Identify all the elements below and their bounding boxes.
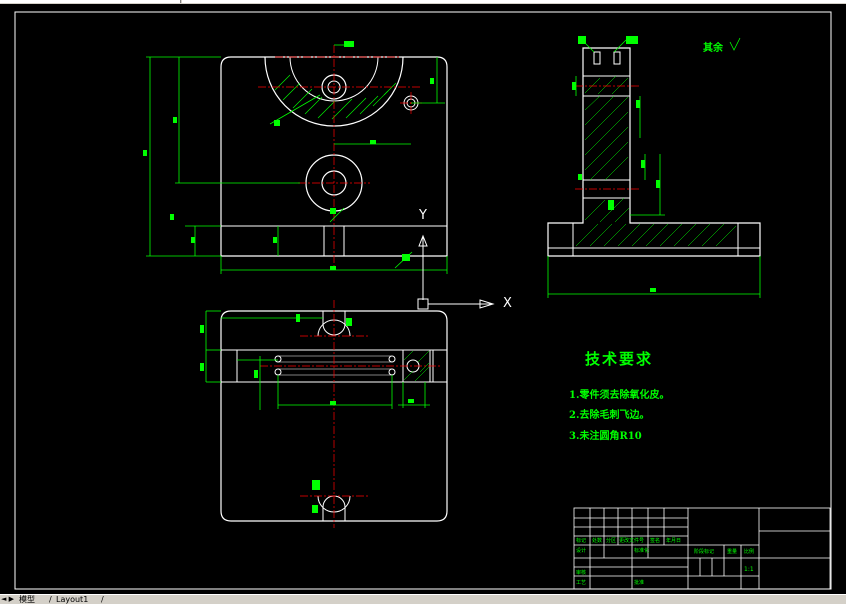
tab-separator: / <box>49 595 52 604</box>
title-block-cell: 标准化 <box>634 548 650 554</box>
tab-scroll-arrows[interactable]: ◄ ▶ <box>1 595 14 603</box>
title-block-cell: 重量 <box>727 549 738 555</box>
top-window-strip <box>0 0 846 4</box>
layout-tab-bar: ◄ ▶ 模型 / Layout1 / <box>0 594 846 604</box>
title-block-cell: 审核 <box>576 570 587 576</box>
top-dimensions <box>200 310 430 513</box>
title-block-cell: 更改文件号 <box>619 538 645 544</box>
scale-value: 1:1 <box>744 566 754 573</box>
top-view[interactable] <box>220 300 448 528</box>
tab-layout1[interactable]: Layout1 <box>56 595 89 604</box>
title-block-cell: 工艺 <box>576 580 587 586</box>
tab-model[interactable]: 模型 <box>19 595 35 604</box>
title-block-cell: 设计 <box>576 548 587 554</box>
front-dimensions <box>143 41 448 274</box>
tech-requirements-title: 技术要求 <box>585 350 654 368</box>
strip-segment <box>0 0 181 3</box>
side-dimensions <box>547 36 761 298</box>
ucs-y-label: Y <box>419 208 427 223</box>
ucs-icon <box>417 234 495 310</box>
ucs-x-label: X <box>503 296 512 311</box>
title-block-cell: 比例 <box>744 549 755 555</box>
title-block-cell: 分区 <box>606 538 617 544</box>
title-block-cell: 签名 <box>650 538 661 544</box>
title-block-cell: 标记 <box>576 538 587 544</box>
title-block-cell: 年月日 <box>666 538 682 544</box>
side-view[interactable] <box>547 47 761 257</box>
front-view[interactable] <box>220 45 448 268</box>
tech-requirement-item: 3.未注圆角R10 <box>569 431 642 442</box>
title-block <box>573 507 831 590</box>
strip-segment <box>182 0 846 3</box>
title-block-cell: 处数 <box>592 538 603 544</box>
title-block-cell: 批准 <box>634 580 645 586</box>
drawing-frame <box>14 11 832 590</box>
roughness-note: 其余 <box>703 43 723 54</box>
tech-requirement-item: 2.去除毛刺飞边。 <box>569 410 650 421</box>
title-block-cell: 阶段标记 <box>694 549 715 555</box>
tab-separator: / <box>101 595 104 604</box>
tech-requirement-item: 1.零件须去除氧化皮。 <box>569 390 670 401</box>
